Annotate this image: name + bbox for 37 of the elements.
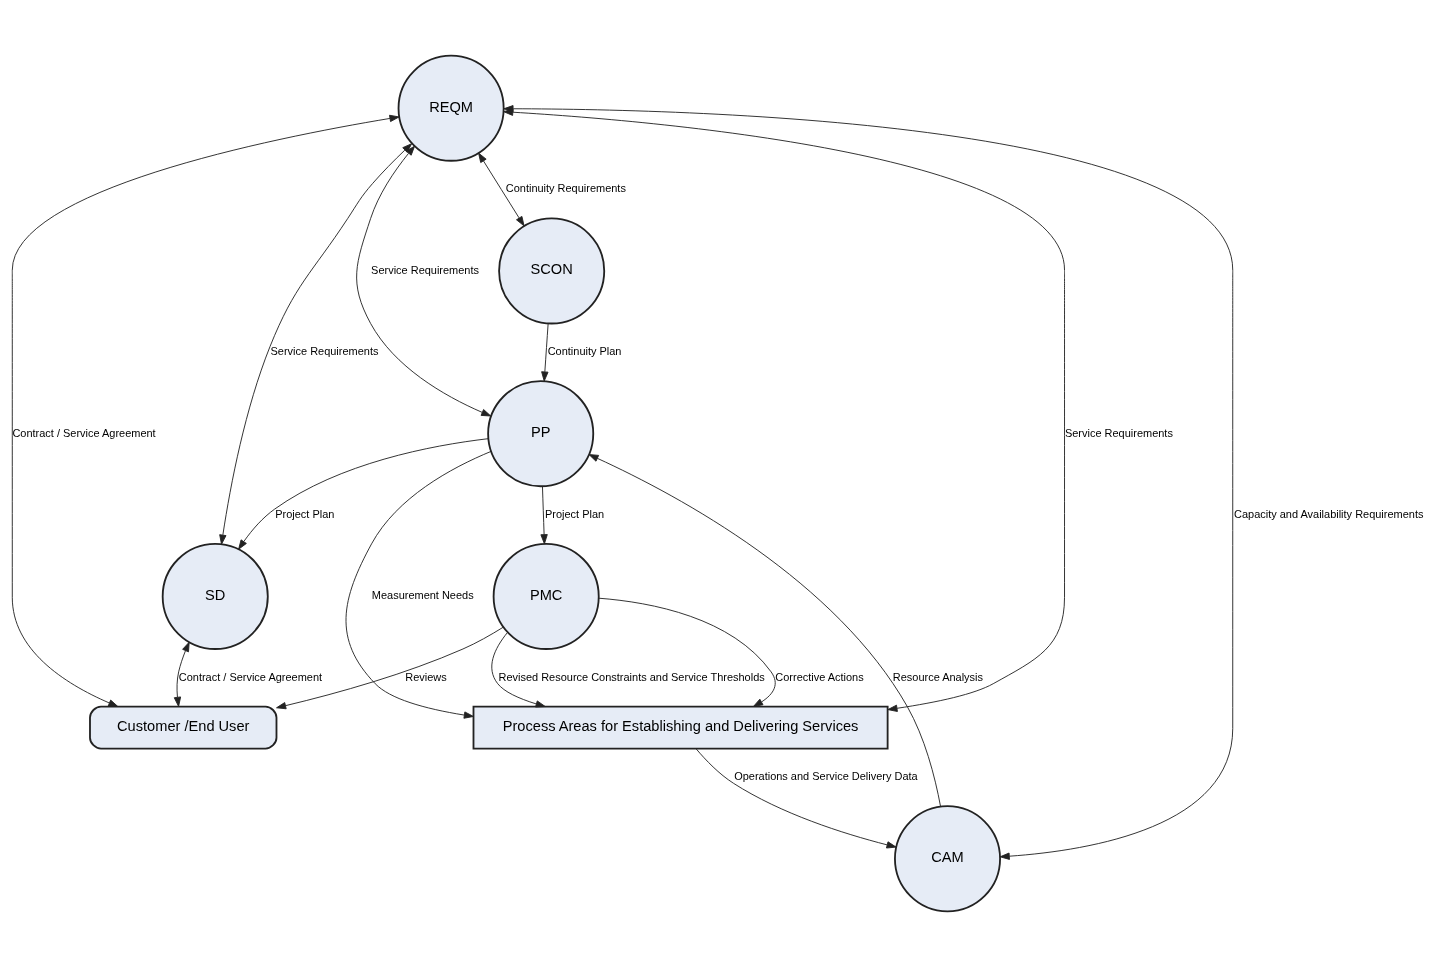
node-circle: PP <box>487 380 595 488</box>
arrow <box>491 632 546 708</box>
arrow <box>598 597 776 707</box>
edge-label: Continuity Requirements <box>505 182 626 195</box>
arrow <box>478 152 525 227</box>
edge-label: Corrective Actions <box>775 670 864 683</box>
edge-label: Project Plan <box>544 507 605 520</box>
edge-label: Contract / Service Agreement <box>178 670 323 683</box>
arrow <box>588 454 941 807</box>
arrow <box>695 748 897 849</box>
node-circle: SD <box>161 542 269 650</box>
node-circle: PMC <box>492 542 600 650</box>
arrow <box>276 626 504 710</box>
edge-label: Service Requirements <box>1064 426 1173 439</box>
arrow <box>541 323 549 382</box>
edge-label: Revised Resource Constraints and Service Thresholds <box>498 670 765 683</box>
arrow <box>173 641 190 707</box>
arrow <box>11 114 400 707</box>
node-box: Process Areas for Establishing and Delivering Services <box>472 705 889 750</box>
arrow <box>503 108 1065 712</box>
node-box: Customer /End User <box>89 705 278 750</box>
edge-label: Measurement Needs <box>371 589 474 602</box>
arrow <box>540 485 548 545</box>
edge-label: Service Requirements <box>270 345 379 358</box>
edge-label: Contract / Service Agreement <box>12 426 156 439</box>
edge-label: Continuity Plan <box>547 345 622 358</box>
edge-label: Service Requirements <box>371 263 479 276</box>
arrow <box>238 438 489 550</box>
arrow <box>219 143 413 545</box>
edge-label: Project Plan <box>275 507 335 520</box>
edge-label: Reviews <box>405 670 447 683</box>
arrow <box>356 145 492 417</box>
edge-label: Capacity and Availability Requirements <box>1234 507 1424 520</box>
edge-label: Resource Analysis <box>892 670 984 683</box>
edge-label: Operations and Service Delivery Data <box>734 770 918 783</box>
node-circle: CAM <box>894 805 1001 913</box>
arrow <box>345 450 492 719</box>
